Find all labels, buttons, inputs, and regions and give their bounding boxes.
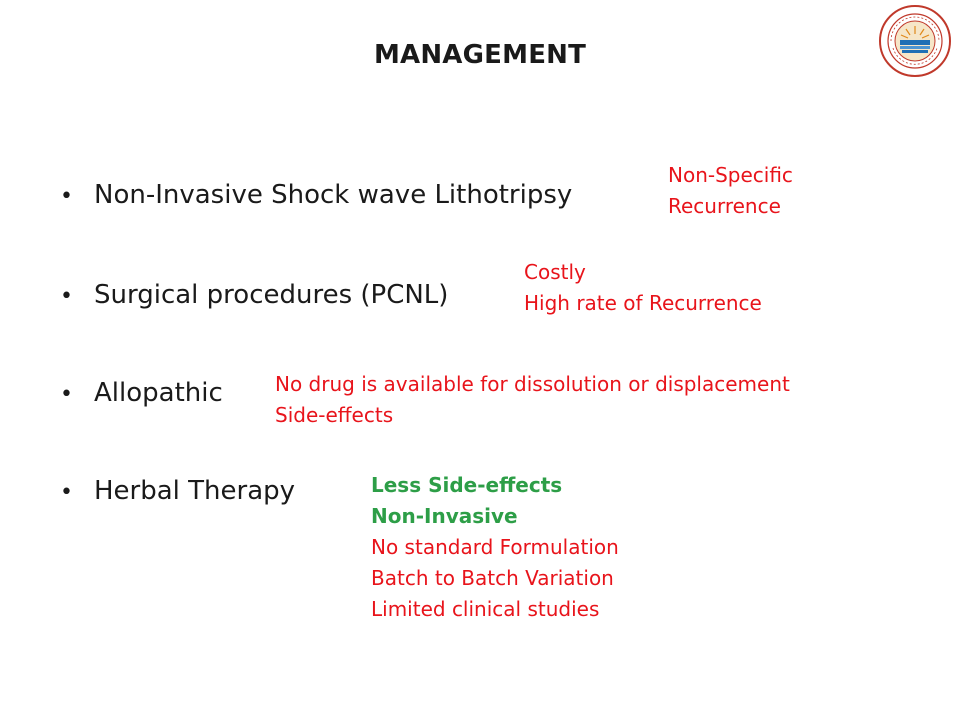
note-line: No standard Formulation (371, 535, 619, 559)
bullet-dot-icon: • (60, 284, 73, 309)
bullet-label: Surgical procedures (PCNL) (94, 280, 449, 310)
bullet-label: Non-Invasive Shock wave Lithotripsy (94, 180, 573, 210)
bullet-dot-icon: • (60, 184, 73, 209)
slide-title: MANAGEMENT (373, 40, 587, 70)
note-line: Costly (524, 260, 586, 284)
bullet-notes: Less Side-effects Non-Invasive No standa… (371, 470, 619, 625)
note-line: Less Side-effects (371, 473, 563, 497)
note-line: No drug is available for dissolution or … (275, 372, 790, 396)
note-line: Non-Invasive (371, 504, 518, 528)
bullet-notes: Non-Specific Recurrence (668, 160, 793, 222)
note-line: Recurrence (668, 194, 781, 218)
note-line: High rate of Recurrence (524, 291, 762, 315)
bullet-notes: Costly High rate of Recurrence (524, 257, 762, 319)
bullet-notes: No drug is available for dissolution or … (275, 369, 790, 431)
note-line: Non-Specific (668, 163, 793, 187)
bullet-label: Allopathic (94, 378, 223, 408)
note-line: Limited clinical studies (371, 597, 600, 621)
bullet-item: • Non-Invasive Shock wave Lithotripsy (60, 180, 572, 210)
bullet-item: • Allopathic (60, 378, 223, 408)
bullet-dot-icon: • (60, 382, 73, 407)
university-seal-icon (878, 4, 952, 78)
bullet-item: • Surgical procedures (PCNL) (60, 280, 448, 310)
seal-graphic (879, 5, 951, 77)
note-line: Side-effects (275, 403, 394, 427)
note-line: Batch to Batch Variation (371, 566, 614, 590)
bullet-label: Herbal Therapy (94, 476, 296, 506)
bullet-item: • Herbal Therapy (60, 476, 295, 506)
bullet-dot-icon: • (60, 480, 73, 505)
